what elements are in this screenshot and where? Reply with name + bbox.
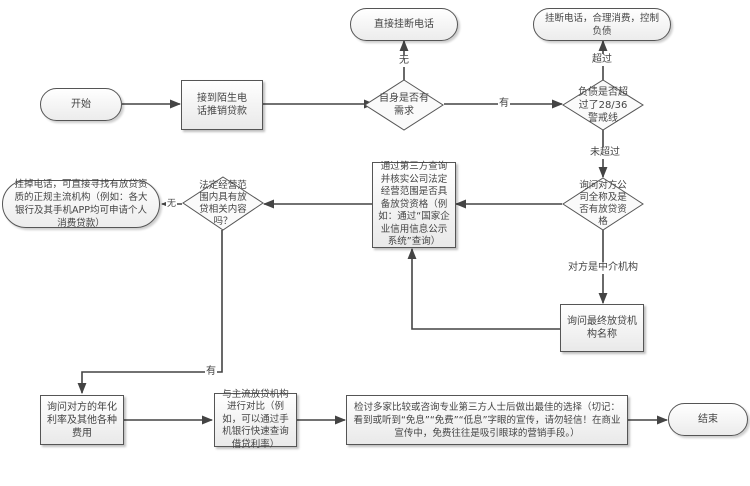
end-label: 结束 [698, 414, 718, 425]
edge-label-not-exceeded: 未超过 [589, 147, 621, 159]
hang-up-direct-label: 直接挂断电话 [374, 19, 434, 30]
ask-company-label: 询问对方公司全称及是否有放贷资格 [579, 180, 627, 227]
end-node: 结束 [668, 403, 748, 436]
compare-label: 与主流放贷机构进行对比（例如，可以通过手机银行快速查询借贷利率） [222, 388, 289, 450]
edge-label-intermediary: 对方是中介机构 [567, 262, 639, 274]
ask-lender-name-node: 询问最终放贷机构名称 [560, 304, 644, 352]
ask-company-node: 询问对方公司全称及是否有放贷资格 [562, 177, 644, 231]
edge-label-scope-no: 无 [166, 198, 178, 210]
hang-up-control-node: 挂断电话，合理消费，控制负债 [533, 8, 671, 41]
receive-call-node: 接到陌生电话推销贷款 [181, 80, 263, 130]
verify-scope-node: 通过第三方查询并核实公司法定经营范围是否具备放贷资格（例如：通过“国家企业信用信… [372, 161, 456, 248]
compare-node: 与主流放贷机构进行对比（例如，可以通过手机银行快速查询借贷利率） [214, 389, 297, 450]
start-label: 开始 [71, 99, 91, 110]
verify-scope-label: 通过第三方查询并核实公司法定经营范围是否具备放贷资格（例如：通过“国家企业信用信… [378, 161, 450, 248]
hang-up-mainstream-label: 挂掉电话，可直接寻找有放贷资质的正规主流机构（例如：各大银行及其手机APP均可申… [14, 179, 148, 229]
edge-label-exceeded: 超过 [591, 54, 613, 66]
consult-label: 检讨多家比较或咨询专业第三方人士后做出最佳的选择（切记：看到或听到“免息”“免费… [353, 401, 621, 439]
scope-check-label: 法定经营范围内具有放贷相关内容吗？ [199, 179, 247, 227]
edge-label-no-need: 无 [398, 55, 410, 67]
edge-label-scope-yes: 有 [205, 366, 217, 378]
edge-label-has-need: 有 [498, 98, 510, 110]
start-node: 开始 [40, 88, 122, 121]
ask-lender-name-label: 询问最终放贷机构名称 [567, 316, 637, 340]
hang-up-control-label: 挂断电话，合理消费，控制负债 [544, 12, 659, 37]
need-check-node: 自身是否有需求 [364, 79, 444, 131]
debt-check-label: 负债是否超过了28/36警戒线 [578, 86, 628, 124]
edge-scope-to-rate [77, 230, 223, 395]
ask-rate-label: 询问对方的年化利率及其他各种费用 [47, 401, 117, 439]
scope-check-node: 法定经营范围内具有放贷相关内容吗？ [182, 176, 264, 231]
need-check-label: 自身是否有需求 [379, 93, 429, 117]
consult-node: 检讨多家比较或咨询专业第三方人士后做出最佳的选择（切记：看到或听到“免息”“免费… [346, 395, 628, 445]
debt-check-node: 负债是否超过了28/36警戒线 [562, 79, 644, 131]
ask-rate-node: 询问对方的年化利率及其他各种费用 [40, 395, 124, 445]
hang-up-mainstream-node: 挂掉电话，可直接寻找有放贷资质的正规主流机构（例如：各大银行及其手机APP均可申… [2, 179, 160, 229]
hang-up-direct-node: 直接挂断电话 [350, 8, 458, 41]
receive-call-label: 接到陌生电话推销贷款 [197, 93, 247, 117]
edge-lender-to-verify [407, 247, 560, 330]
